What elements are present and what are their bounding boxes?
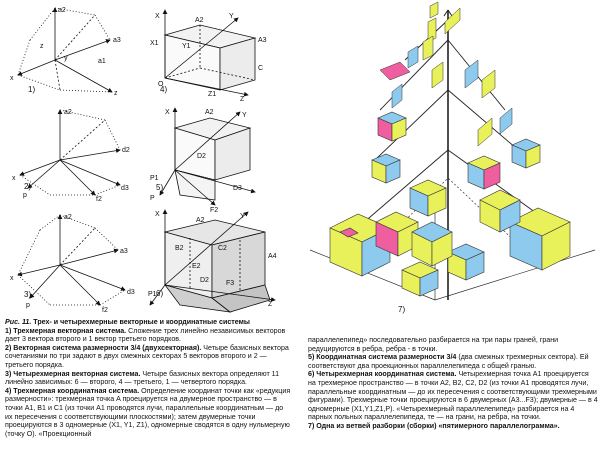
svg-text:P: P: [150, 195, 155, 202]
svg-text:Z: Z: [240, 96, 245, 103]
caption-item-1-body: Сложение трех линейно независимых вектор…: [5, 326, 286, 344]
svg-text:Y: Y: [229, 13, 234, 20]
svg-text:Y: Y: [242, 112, 247, 119]
svg-text:x: x: [12, 175, 16, 182]
caption-item-7: 7) Одна из ветвей разборки (сборки) «пят…: [308, 422, 598, 431]
svg-text:A3: A3: [258, 37, 267, 44]
svg-text:C: C: [258, 65, 263, 72]
caption-item-4-head: 4) Трехмерная координатная система.: [5, 386, 140, 395]
svg-text:Y: Y: [240, 213, 245, 220]
svg-text:D3: D3: [233, 185, 242, 192]
figure-number-3: 3): [24, 290, 31, 299]
caption-item-1-head: 1) Трехмерная векторная система.: [5, 326, 127, 335]
svg-text:X1: X1: [150, 40, 159, 47]
svg-text:a2: a2: [64, 109, 72, 116]
coordinate-system-5-diagram: [159, 107, 256, 206]
svg-text:E2: E2: [192, 263, 201, 270]
vector-system-2-labels: a2 d2 d3 f2 x p: [12, 109, 130, 203]
caption-item-6: 6) Четырехмерная координатная система. Ч…: [308, 370, 598, 422]
coordinate-system-5-labels: X A2 Y D2 D3 P1 P F2: [150, 109, 247, 214]
svg-text:O: O: [158, 81, 164, 88]
svg-text:A2: A2: [196, 217, 205, 224]
svg-text:X: X: [165, 109, 170, 116]
caption-item-5-head: 5) Координатная система размерности 3/4: [308, 353, 457, 362]
svg-text:A2: A2: [195, 17, 204, 24]
svg-text:B2: B2: [175, 245, 184, 252]
svg-text:P1: P1: [150, 175, 159, 182]
caption-item-3: 3) Четырехмерная векторная система. Четы…: [5, 370, 292, 387]
vector-system-3-labels: a2 a3 d3 f2 x p: [10, 214, 135, 314]
svg-text:Z1: Z1: [208, 91, 216, 98]
svg-text:X: X: [155, 211, 160, 218]
vector-system-2-diagram: [19, 109, 121, 196]
svg-text:f2: f2: [96, 196, 102, 203]
caption-item-2: 2) Векторная система размерности 3/4 (дв…: [5, 344, 292, 370]
caption-item-4-body: Определение координат точки как «редукци…: [5, 386, 291, 438]
caption-item-6-body: Четырехмерная точка A1 проецируется на т…: [308, 370, 598, 422]
svg-text:Y1: Y1: [182, 43, 191, 50]
caption-item-2-body: Четыре базисных вектора сочетаниями по т…: [5, 343, 289, 369]
svg-text:d2: d2: [122, 147, 130, 154]
vector-system-1-diagram: [17, 7, 113, 93]
caption-item-6-head: 6) Четырехмерная координатная система.: [308, 370, 457, 379]
coordinate-system-4-diagram: [162, 9, 257, 97]
caption-title-prefix: Рис. 11.: [5, 318, 32, 326]
caption-title-text: Трех- и четырехмерные векторные и коорди…: [31, 318, 250, 326]
svg-text:f2: f2: [102, 307, 108, 314]
caption-item-3-body: Четыре базисных вектора определяют 11 ли…: [5, 369, 280, 387]
svg-text:P1: P1: [148, 291, 157, 298]
figure-number-6: 6): [156, 289, 163, 298]
caption-title: Рис. 11. Трех- и четырехмерные векторные…: [5, 318, 292, 327]
caption-item-5: 5) Координатная система размерности 3/4 …: [308, 353, 598, 370]
svg-text:y: y: [64, 55, 68, 62]
svg-text:z: z: [114, 90, 118, 97]
svg-text:a3: a3: [113, 37, 121, 44]
caption-item-5-body: (два смежных трехмерных сектора). Ей соо…: [308, 353, 589, 370]
caption-item-4: 4) Трехмерная координатная система. Опре…: [5, 387, 292, 439]
left-caption: Рис. 11. Трех- и четырехмерные векторные…: [5, 318, 292, 438]
svg-text:a2: a2: [64, 214, 72, 221]
svg-text:D2: D2: [197, 153, 206, 160]
figure-number-7: 7): [398, 305, 405, 314]
figure-number-4: 4): [160, 85, 167, 94]
caption-item-1: 1) Трехмерная векторная система. Сложени…: [5, 327, 292, 344]
svg-text:F3: F3: [226, 280, 234, 287]
figure-number-2: 2): [24, 182, 31, 191]
figure-number-5: 5): [156, 183, 163, 192]
svg-text:a3: a3: [120, 248, 128, 255]
svg-text:F2: F2: [210, 207, 218, 214]
caption-lead: параллелепипед» последовательно разбирае…: [308, 336, 559, 353]
coordinate-system-6-diagram: [149, 209, 276, 313]
five-dimensional-tree-diagram: [309, 1, 596, 301]
svg-text:D2: D2: [200, 277, 209, 284]
right-caption: параллелепипед» последовательно разбирае…: [308, 336, 598, 431]
svg-text:X: X: [155, 13, 160, 20]
svg-text:Z: Z: [268, 301, 273, 308]
svg-text:x: x: [10, 75, 14, 82]
svg-text:A2: A2: [205, 109, 214, 116]
caption-item-7-head: 7) Одна из ветвей разборки (сборки) «пят…: [308, 421, 560, 430]
figure-illustration: a2 a3 a1 y z z x 1) a2 d2 d3 f2 x p 2): [10, 1, 596, 314]
svg-text:a1: a1: [98, 58, 106, 65]
svg-text:z: z: [40, 43, 44, 50]
svg-text:A4: A4: [268, 253, 277, 260]
svg-text:p: p: [23, 192, 27, 199]
coordinate-system-6-labels: X A2 Y B2 C2 A4 E2 D2 F3 P1 Z: [148, 211, 277, 308]
svg-text:C2: C2: [218, 245, 227, 252]
coordinate-system-4-labels: X A2 Y X1 Y1 A3 C Z1 Z O: [150, 13, 267, 103]
svg-text:x: x: [10, 275, 14, 282]
vector-system-3-diagram: [17, 214, 126, 306]
vector-system-1-labels: a2 a3 a1 y z z x: [10, 7, 121, 97]
svg-text:d3: d3: [121, 185, 129, 192]
figure-number-1: 1): [28, 85, 35, 94]
svg-text:a2: a2: [58, 7, 66, 14]
svg-text:p: p: [26, 302, 30, 309]
svg-text:d3: d3: [127, 289, 135, 296]
caption-item-2-head: 2) Векторная система размерности 3/4 (дв…: [5, 343, 202, 352]
caption-item-3-head: 3) Четырехмерная векторная система.: [5, 369, 141, 378]
